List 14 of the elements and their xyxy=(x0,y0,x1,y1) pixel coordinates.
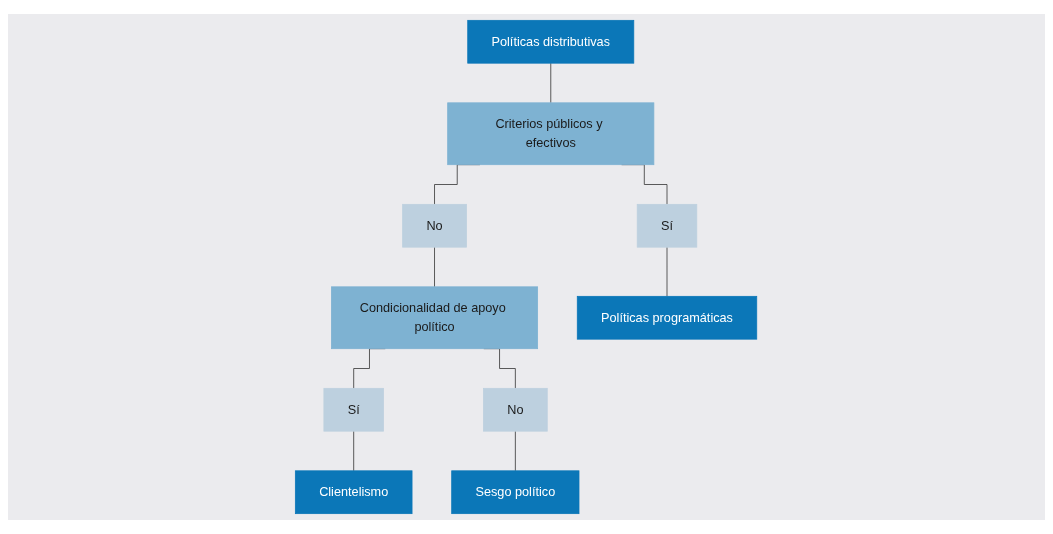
node-box: Políticas distributivas xyxy=(467,19,635,64)
connector xyxy=(550,62,552,104)
node-box: No xyxy=(483,387,549,432)
node-box: Sesgo político xyxy=(451,470,580,515)
connector xyxy=(353,430,355,472)
node-box: No xyxy=(402,203,468,248)
node-box: Condicionalidad de apoyo político xyxy=(331,286,539,350)
node-box: Políticas programáticas xyxy=(577,295,758,340)
node-box: Sí xyxy=(637,203,698,248)
node-box: Criterios públicos y efectivos xyxy=(447,102,655,166)
node-box: Sí xyxy=(323,387,385,432)
node-box: Clientelismo xyxy=(295,470,413,515)
connector xyxy=(515,430,517,472)
connector xyxy=(434,246,436,288)
